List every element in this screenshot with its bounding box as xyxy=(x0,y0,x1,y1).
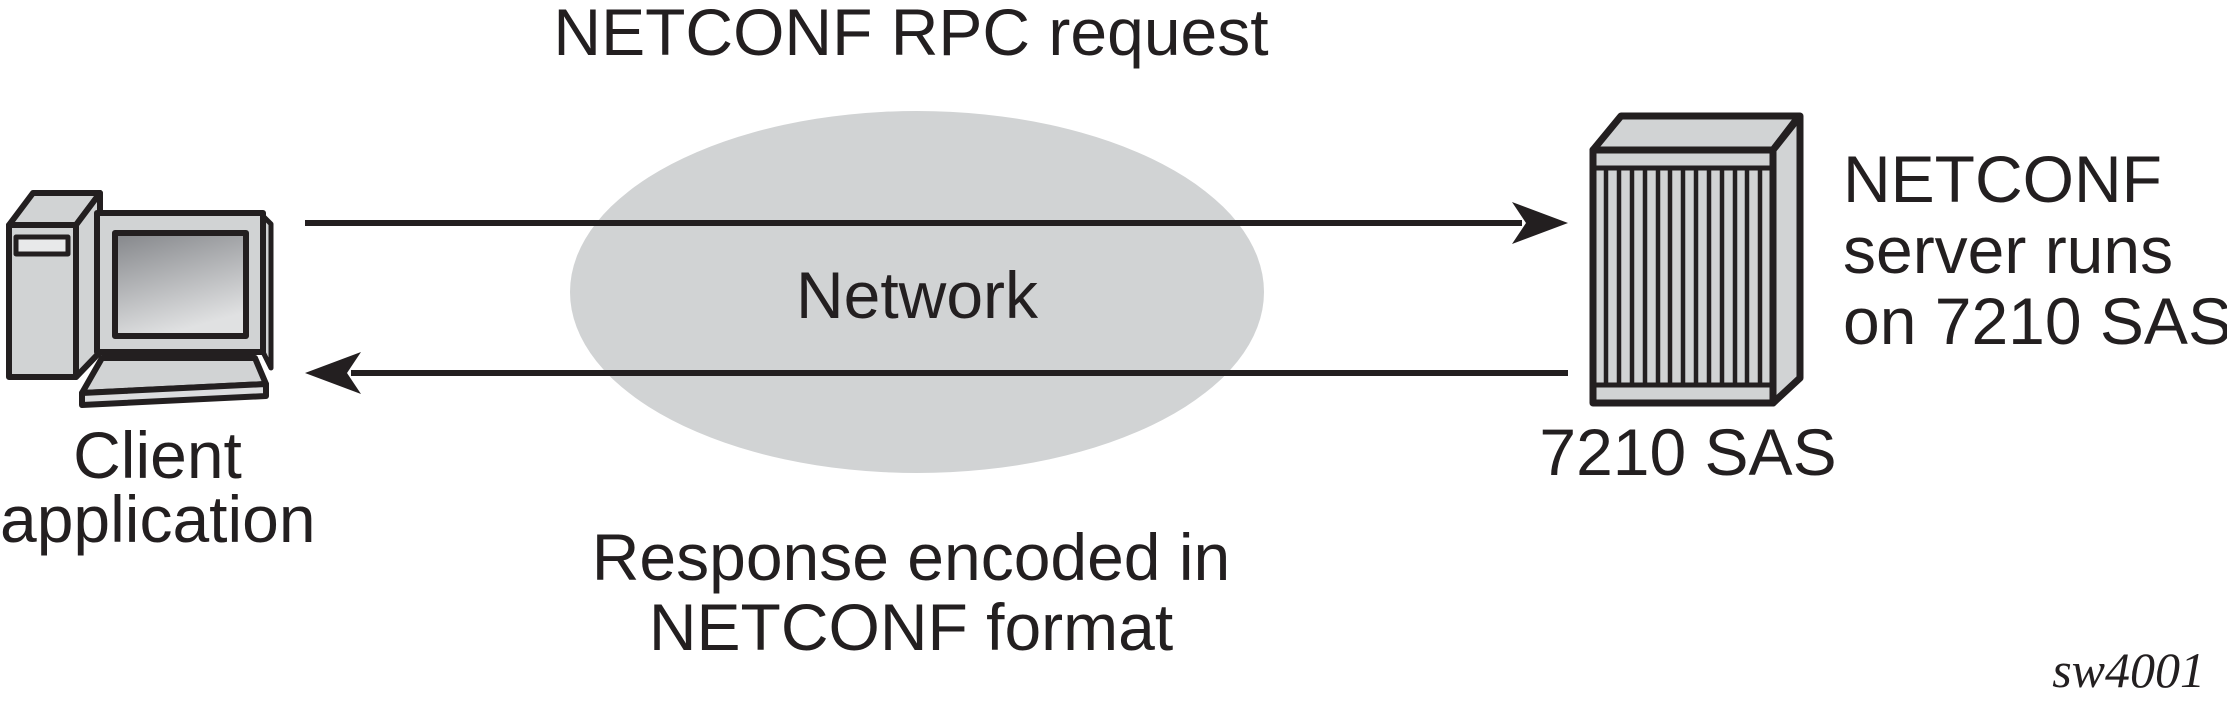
server-label-line1: NETCONF xyxy=(1843,142,2162,216)
client-application-label: Client application xyxy=(0,418,316,556)
rpc-request-label: NETCONF RPC request xyxy=(553,0,1269,69)
rpc-request-arrowhead-icon xyxy=(1512,202,1568,244)
device-name-label: 7210 SAS xyxy=(1539,415,1837,489)
response-arrow xyxy=(305,352,1568,394)
server-label-line3: on 7210 SAS xyxy=(1843,284,2227,358)
server-chassis-icon xyxy=(1589,112,1804,407)
client-label-line2: application xyxy=(0,482,316,556)
response-label: Response encoded in NETCONF format xyxy=(561,522,1261,662)
figure-id-label: sw4001 xyxy=(2052,642,2205,698)
chassis-card-stripes xyxy=(1603,170,1763,383)
monitor-screen xyxy=(112,230,249,339)
response-label-line1: Response encoded in xyxy=(591,520,1231,594)
response-arrowhead-icon xyxy=(305,352,361,394)
client-label-line1: Client xyxy=(73,418,242,492)
keyboard-front-face xyxy=(79,381,269,408)
chassis-side-face xyxy=(1769,112,1804,407)
chassis-top-face xyxy=(1589,112,1803,154)
client-computer-icon xyxy=(6,190,274,408)
tower-drive-slot xyxy=(13,234,71,257)
network-label: Network xyxy=(795,258,1039,332)
response-label-line2: NETCONF format xyxy=(648,590,1174,664)
server-label-line2: server runs xyxy=(1843,213,2174,287)
netconf-server-label: NETCONF server runs on 7210 SAS xyxy=(1843,144,2227,357)
rpc-request-arrow xyxy=(305,202,1568,244)
network-cloud-icon xyxy=(570,111,1264,473)
